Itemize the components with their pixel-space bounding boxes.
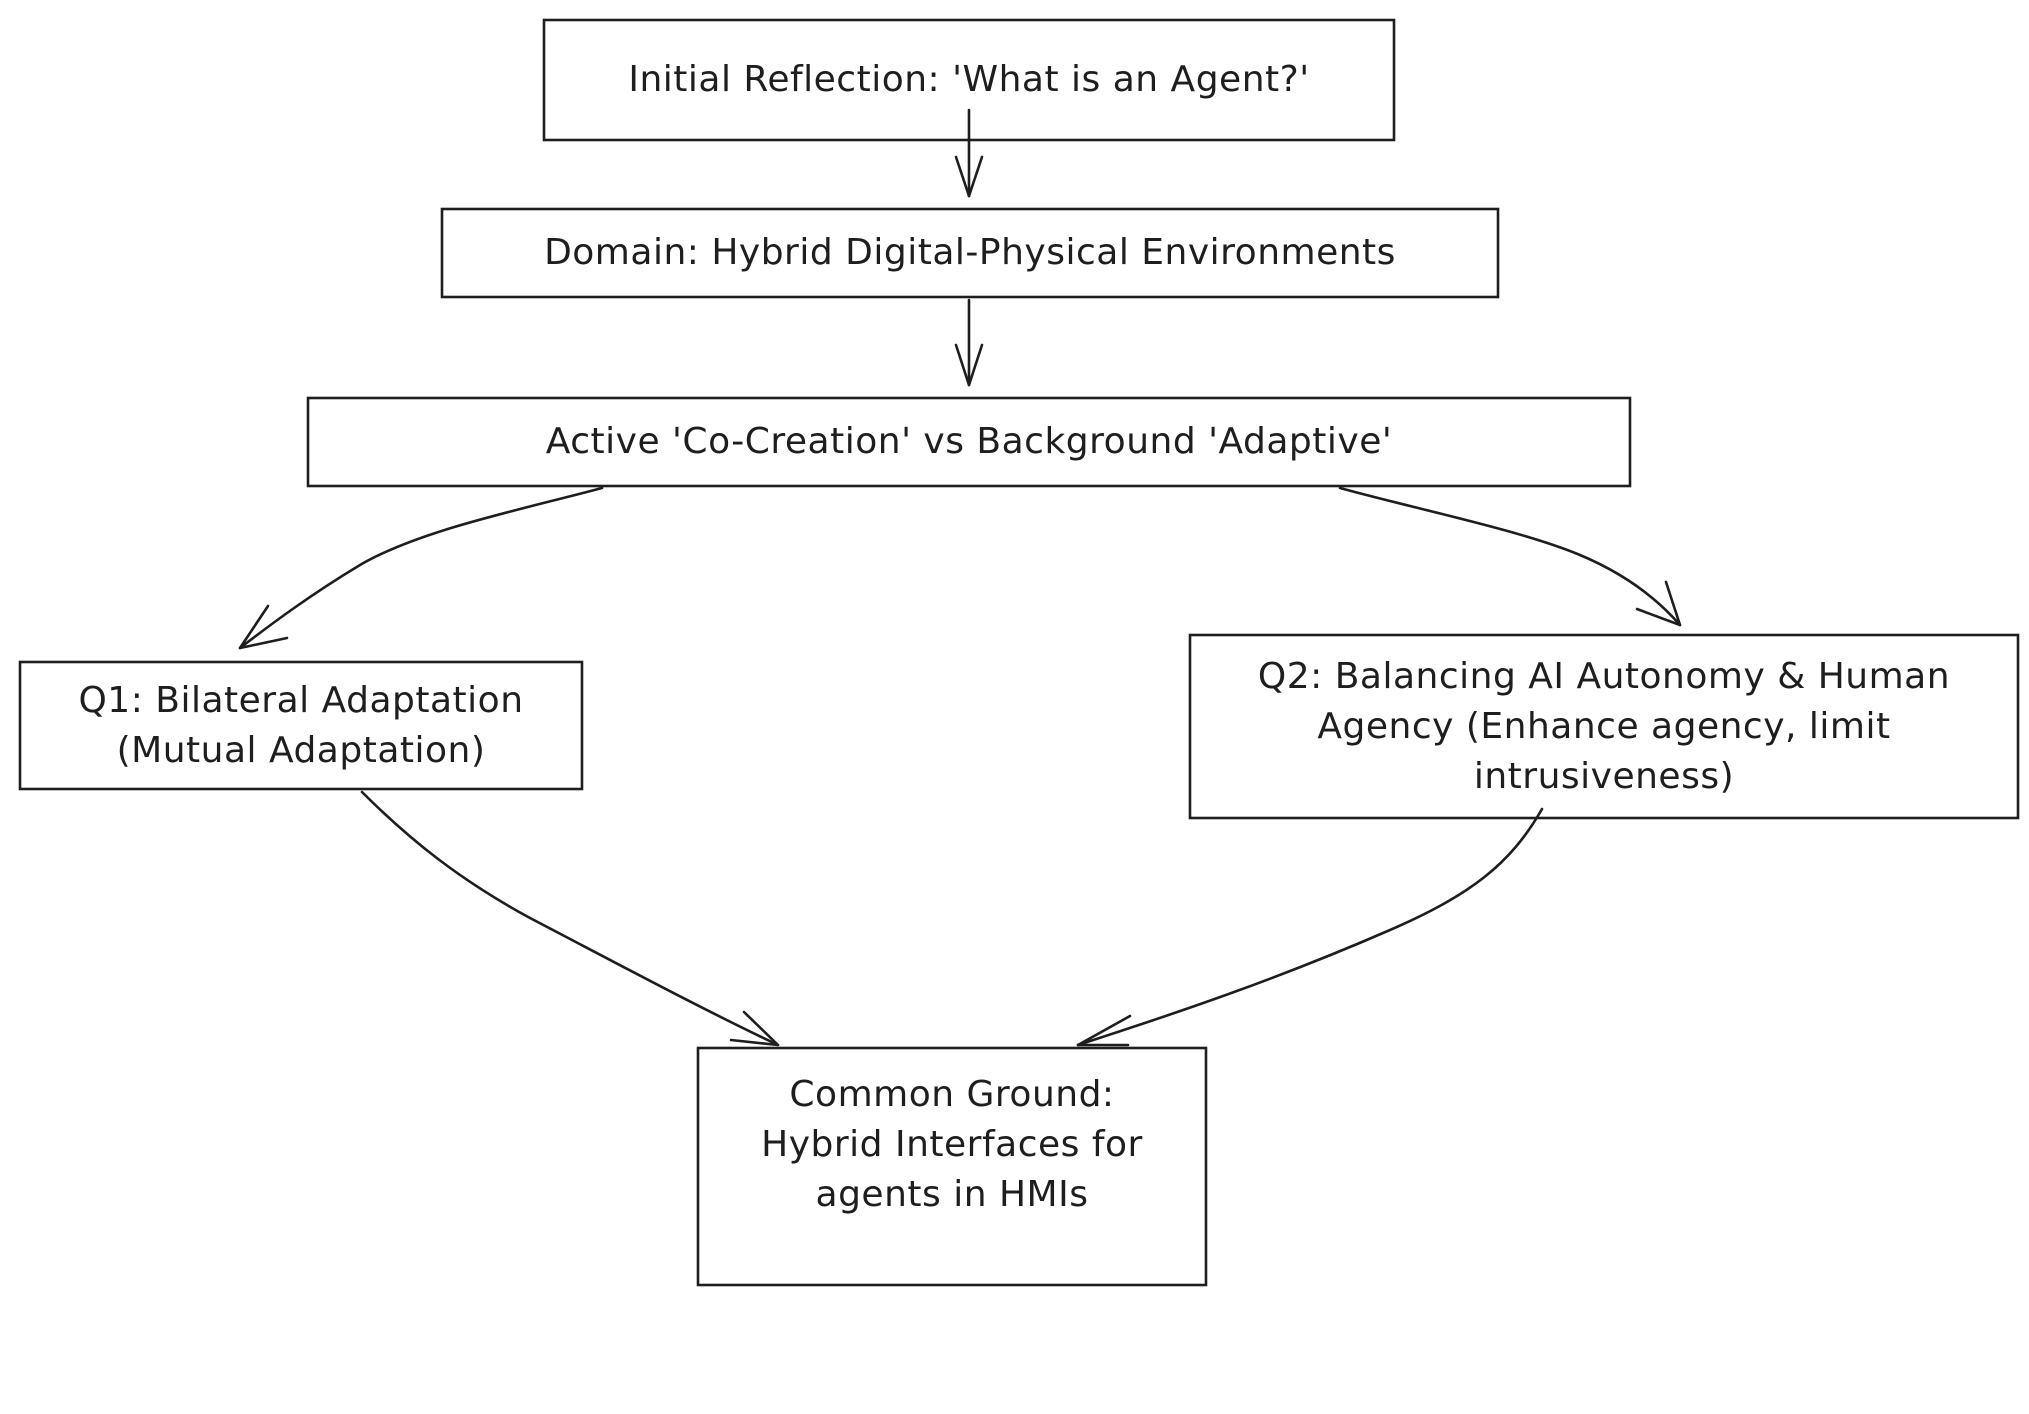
domain-box[interactable] bbox=[440, 207, 1500, 299]
q2-text-line-3: intrusiveness) bbox=[1473, 755, 1735, 797]
q2-label: Q2: Balancing AI Autonomy & Human Agency… bbox=[1190, 635, 2018, 818]
domain-label: Domain: Hybrid Digital-Physical Environm… bbox=[442, 209, 1498, 297]
edge-active-to-q2 bbox=[1338, 486, 1682, 627]
initial-reflection-label: Initial Reflection: 'What is an Agent?' bbox=[544, 20, 1394, 140]
edge-q1-to-common bbox=[360, 790, 780, 1047]
q2-text-line-1: Q2: Balancing AI Autonomy & Human bbox=[1257, 655, 1951, 697]
active-vs-background-box[interactable] bbox=[306, 396, 1632, 488]
q1-bilateral-adaptation-box[interactable] bbox=[18, 660, 584, 791]
common-ground-text-line-2: Hybrid Interfaces for bbox=[761, 1124, 1143, 1165]
active-vs-background-label: Active 'Co-Creation' vs Background 'Adap… bbox=[308, 398, 1630, 486]
common-ground-box[interactable] bbox=[696, 1046, 1208, 1287]
common-ground-text-line-3: agents in HMIs bbox=[815, 1174, 1089, 1215]
initial-reflection-text: Initial Reflection: 'What is an Agent?' bbox=[628, 59, 1310, 100]
q2-text-line-2: Agency (Enhance agency, limit bbox=[1317, 705, 1891, 747]
common-ground-text-line-1: Common Ground: bbox=[789, 1074, 1115, 1115]
edge-q2-to-common bbox=[1076, 807, 1544, 1047]
common-ground-label: Common Ground: Hybrid Interfaces for age… bbox=[698, 1048, 1206, 1285]
edge-initial-to-domain bbox=[954, 108, 984, 198]
domain-text: Domain: Hybrid Digital-Physical Environm… bbox=[544, 232, 1396, 273]
q2-balancing-autonomy-box[interactable] bbox=[1188, 633, 2020, 820]
q1-label: Q1: Bilateral Adaptation (Mutual Adaptat… bbox=[20, 662, 582, 789]
q1-text-line-2: (Mutual Adaptation) bbox=[116, 729, 486, 771]
active-vs-background-text: Active 'Co-Creation' vs Background 'Adap… bbox=[545, 421, 1393, 462]
edge-domain-to-active bbox=[954, 298, 984, 387]
edge-active-to-q1 bbox=[238, 486, 604, 650]
q1-text-line-1: Q1: Bilateral Adaptation bbox=[78, 679, 524, 721]
